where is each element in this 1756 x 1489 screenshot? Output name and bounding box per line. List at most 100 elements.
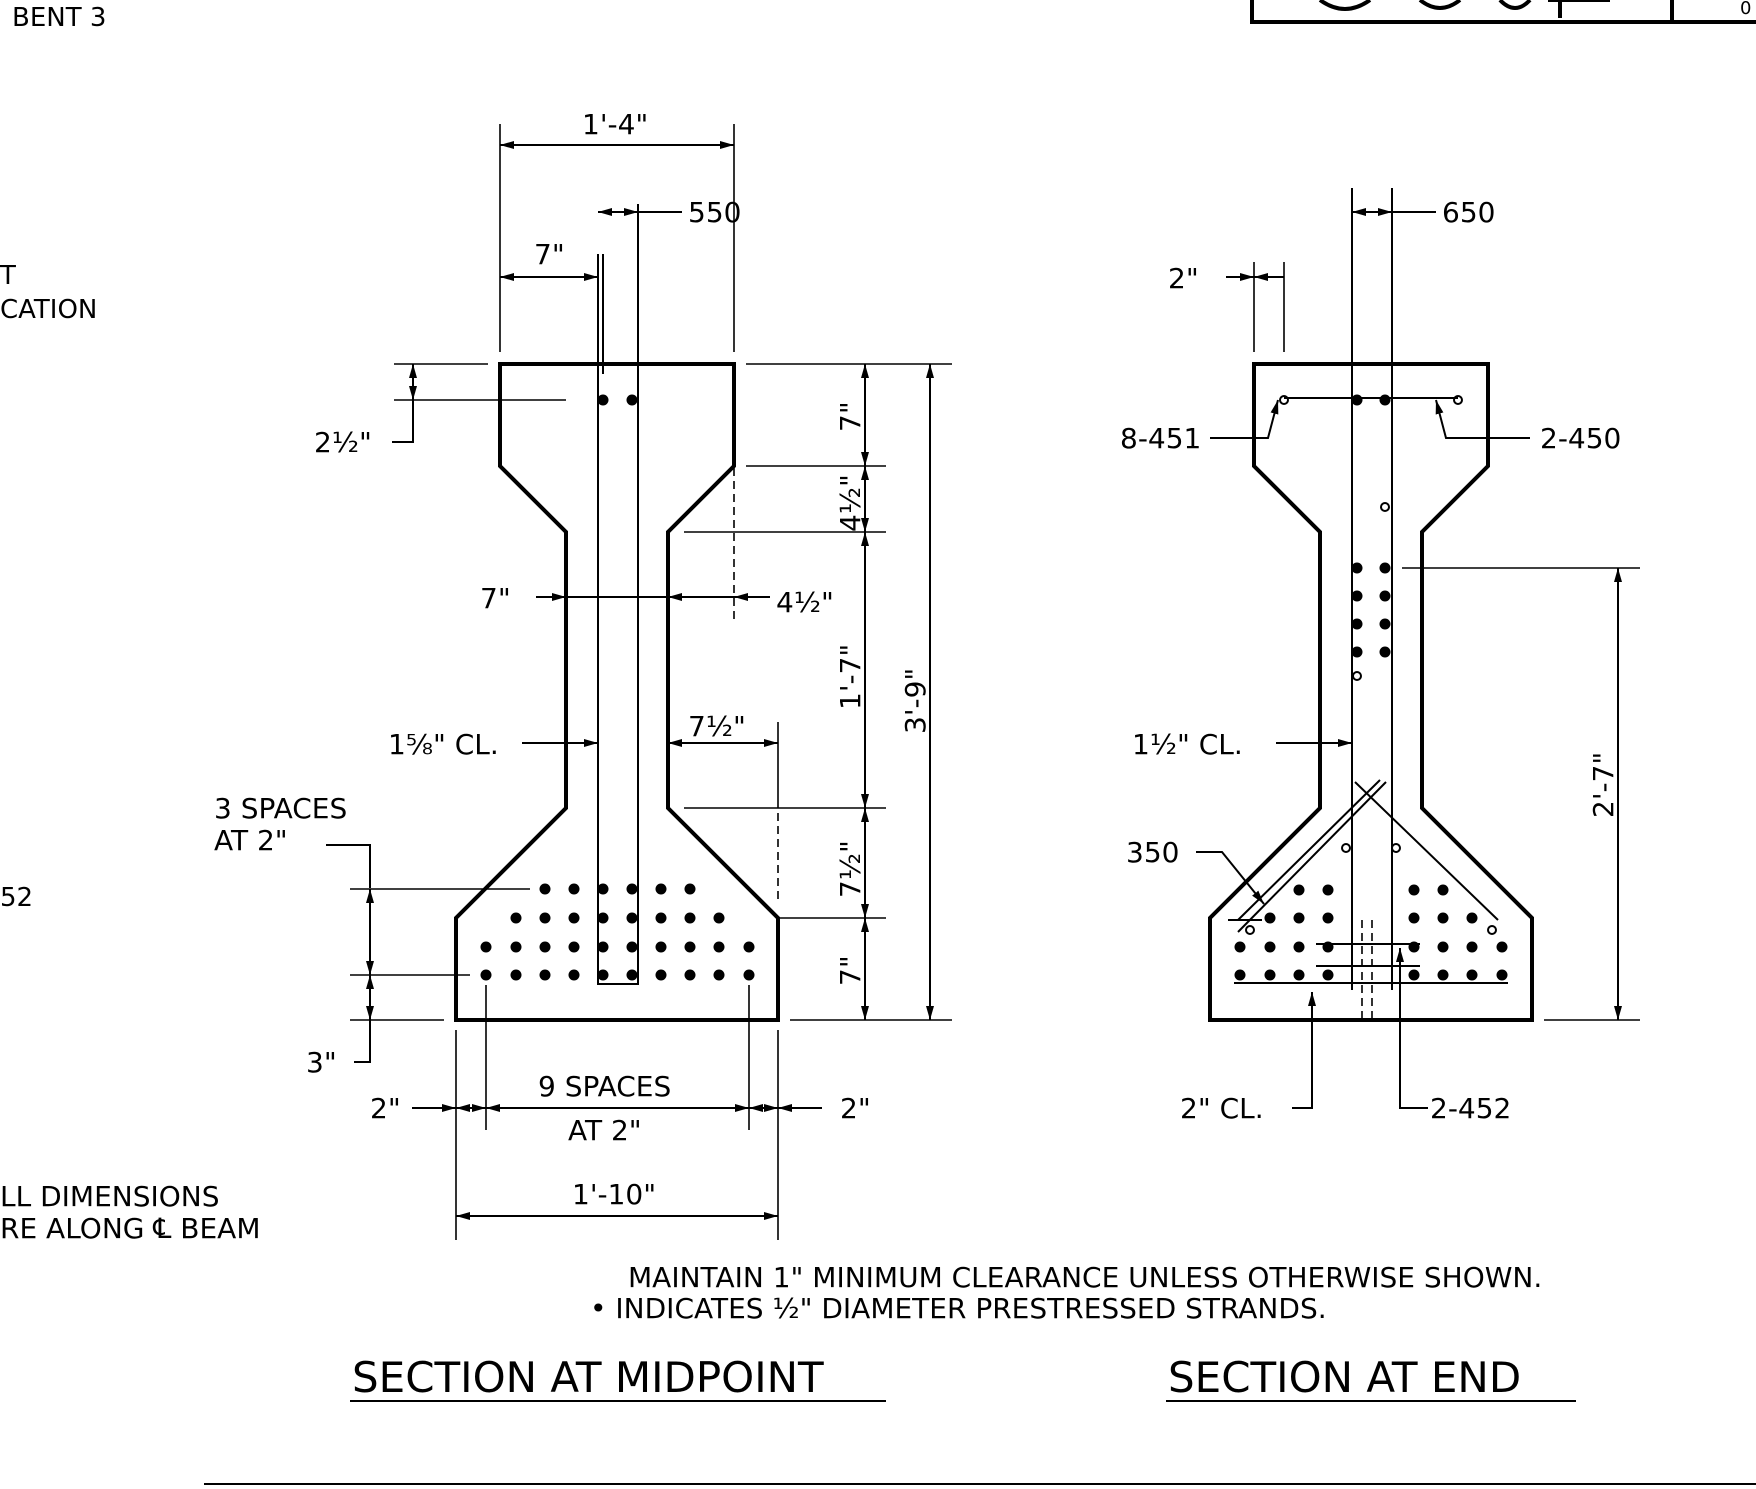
strand-dot bbox=[626, 912, 638, 924]
strand-dot bbox=[684, 941, 696, 953]
label-8-451: 8-451 bbox=[1120, 422, 1201, 455]
clear-1-5-8: 1⅝" CL. bbox=[388, 728, 499, 761]
left-note: RE ALONG ℄ BEAM bbox=[0, 1212, 260, 1245]
strand-dot bbox=[1379, 618, 1391, 630]
strand-dot bbox=[597, 394, 609, 406]
dim-right-1-7: 1'-7" bbox=[834, 644, 867, 710]
strand-dot bbox=[510, 941, 522, 953]
label-spaces: 3 SPACES bbox=[214, 792, 347, 825]
strand-dot bbox=[1293, 969, 1305, 981]
strand-dot bbox=[713, 969, 725, 981]
label-bot-spaces: AT 2" bbox=[568, 1114, 642, 1147]
strand-dot bbox=[1379, 562, 1391, 574]
strand-dot bbox=[1322, 884, 1334, 896]
label-2-452: 2-452 bbox=[1430, 1092, 1511, 1125]
strand-dot bbox=[1496, 969, 1508, 981]
strand-dot bbox=[1322, 912, 1334, 924]
strand-dot bbox=[597, 969, 609, 981]
label-bot-spaces: 9 SPACES bbox=[538, 1070, 671, 1103]
strand-dot bbox=[568, 969, 580, 981]
dim-top-7: 7" bbox=[534, 238, 565, 271]
dim-end-height: 2'-7" bbox=[1587, 752, 1620, 818]
strand-dot bbox=[597, 883, 609, 895]
strand-dot bbox=[655, 883, 667, 895]
label-spaces: AT 2" bbox=[214, 824, 288, 857]
dim-top-width: 1'-4" bbox=[582, 108, 648, 141]
strand-dot bbox=[1351, 590, 1363, 602]
note-line-1: MAINTAIN 1" MINIMUM CLEARANCE UNLESS OTH… bbox=[628, 1261, 1542, 1294]
strand-dot bbox=[1264, 969, 1276, 981]
strand-dot bbox=[1437, 884, 1449, 896]
strand-dot bbox=[480, 969, 492, 981]
strand-dot bbox=[743, 969, 755, 981]
midpoint-beam-outline bbox=[454, 362, 780, 1022]
strand-dot bbox=[1264, 941, 1276, 953]
strand-dot bbox=[1496, 941, 1508, 953]
strand-dot bbox=[1408, 912, 1420, 924]
strand-dot bbox=[1293, 884, 1305, 896]
strand-dot bbox=[1437, 969, 1449, 981]
dim-flange-7-5: 7½" bbox=[688, 710, 746, 743]
strand-dot bbox=[1466, 912, 1478, 924]
title-block-text: 0 bbox=[1740, 0, 1751, 19]
strand-dot bbox=[684, 883, 696, 895]
left-note: LL DIMENSIONS bbox=[0, 1180, 220, 1213]
dim-web-4-5: 4½" bbox=[776, 586, 834, 619]
strand-dot bbox=[1437, 912, 1449, 924]
strand-dot bbox=[713, 912, 725, 924]
strand-dot bbox=[1293, 912, 1305, 924]
strand-dot bbox=[1351, 562, 1363, 574]
dim-bottom-width: 1'-10" bbox=[572, 1178, 656, 1211]
dim-bot-2-right: 2" bbox=[840, 1092, 871, 1125]
strand-group bbox=[480, 394, 755, 981]
strand-dot bbox=[743, 941, 755, 953]
label-2-450: 2-450 bbox=[1540, 422, 1621, 455]
strand-dot bbox=[1264, 912, 1276, 924]
strand-dot bbox=[626, 969, 638, 981]
strand-dot bbox=[1351, 618, 1363, 630]
strand-dot bbox=[1379, 590, 1391, 602]
strand-dot bbox=[510, 969, 522, 981]
end-section: 650 2" 8-451 2-450 1½" CL. 350 2'-7" 2" … bbox=[1120, 188, 1640, 1402]
strand-dot bbox=[655, 941, 667, 953]
strand-dot bbox=[1351, 646, 1363, 658]
strand-dot bbox=[626, 883, 638, 895]
left-partial-text: CATION bbox=[0, 295, 97, 325]
note-line-2: • INDICATES ½" DIAMETER PRESTRESSED STRA… bbox=[590, 1292, 1327, 1325]
strand-dot bbox=[510, 912, 522, 924]
dim-cover-2-5: 2½" bbox=[314, 426, 372, 459]
strand-dot bbox=[1351, 394, 1363, 406]
strand-dot bbox=[1322, 969, 1334, 981]
strand-dot bbox=[1293, 941, 1305, 953]
midpoint-section: 1'-4" 550 7" 2½" 7" 4½" 1⅝" CL. 7½" 3 SP… bbox=[214, 108, 952, 1402]
dim-bot-2-left: 2" bbox=[370, 1092, 401, 1125]
left-partial-text: T bbox=[0, 261, 16, 291]
strand-dot bbox=[626, 941, 638, 953]
label-550: 550 bbox=[688, 196, 741, 229]
strand-dot bbox=[1408, 884, 1420, 896]
strand-dot bbox=[539, 941, 551, 953]
dim-total-3-9: 3'-9" bbox=[899, 668, 932, 734]
strand-dot bbox=[1234, 941, 1246, 953]
strand-dot bbox=[684, 912, 696, 924]
dim-right-7-5: 7½" bbox=[834, 840, 867, 898]
clear-bottom-2: 2" CL. bbox=[1180, 1092, 1264, 1125]
strand-dot bbox=[568, 912, 580, 924]
strand-dot bbox=[713, 941, 725, 953]
strand-group bbox=[1234, 394, 1508, 981]
strand-dot bbox=[539, 969, 551, 981]
dim-end-top-2: 2" bbox=[1168, 262, 1199, 295]
label-650: 650 bbox=[1442, 196, 1495, 229]
left-partial-text: 52 bbox=[0, 883, 33, 913]
stirrup-550 bbox=[597, 204, 639, 985]
clear-1-5: 1½" CL. bbox=[1132, 728, 1243, 761]
strand-dot bbox=[539, 883, 551, 895]
dim-right-7-bot: 7" bbox=[834, 955, 867, 986]
strand-dot bbox=[655, 969, 667, 981]
dim-right-4-5: 4½" bbox=[834, 474, 867, 532]
strand-dot bbox=[568, 883, 580, 895]
strand-dot bbox=[480, 941, 492, 953]
label-350: 350 bbox=[1126, 836, 1179, 869]
strand-dot bbox=[1437, 941, 1449, 953]
